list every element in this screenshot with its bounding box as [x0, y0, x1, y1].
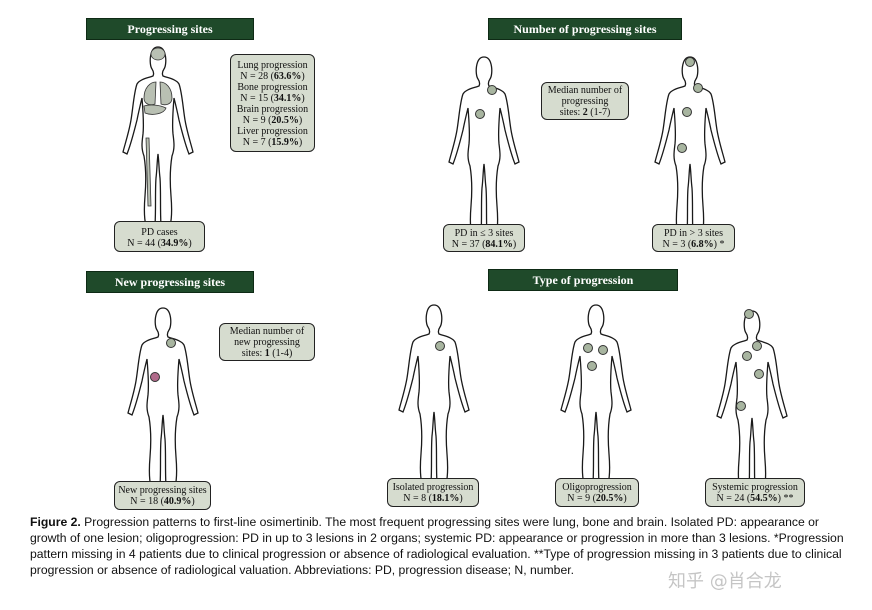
body-systemic — [716, 309, 788, 497]
oligo-box: Oligoprogression N = 9 (20.5%) — [555, 478, 639, 507]
liver-organ — [143, 104, 167, 115]
median-new-line-3: sites: 1 (1-4) — [241, 348, 293, 359]
lesion-dot — [754, 369, 764, 379]
body-progressing-sites — [122, 46, 194, 233]
body-pd-le3 — [448, 56, 520, 243]
new-lesion-dot — [150, 372, 160, 382]
brain-organ — [150, 47, 166, 61]
lesion-dot — [598, 345, 608, 355]
lesion-dot — [752, 341, 762, 351]
bone-value: N = 15 (34.1%) — [240, 93, 305, 104]
lesion-dot — [475, 109, 485, 119]
systemic-label: Systemic progression — [712, 482, 798, 493]
brain-label: Brain progression — [236, 104, 309, 115]
new-sites-box: New progressing sites N = 18 (40.9%) — [114, 481, 211, 510]
watermark: 知乎 @肖合龙 — [668, 571, 782, 592]
header-type-of-progression: Type of progression — [488, 269, 678, 291]
pd-le3-value: N = 37 (84.1%) — [451, 239, 517, 250]
header-progressing-sites: Progressing sites — [86, 18, 254, 40]
lesion-dot — [742, 351, 752, 361]
lesion-dot — [166, 338, 176, 348]
progressing-sites-breakdown: Lung progression N = 28 (63.6%) Bone pro… — [230, 54, 315, 152]
isolated-box: Isolated progression N = 8 (18.1%) — [387, 478, 479, 507]
lesion-dot — [487, 85, 497, 95]
caption-text: Progression patterns to first-line osime… — [30, 515, 844, 577]
median-progressing-sites-box: Median number of progressing sites: 2 (1… — [541, 82, 629, 120]
figure-caption: Figure 2. Progression patterns to first-… — [30, 514, 858, 578]
new-sites-label: New progressing sites — [118, 485, 207, 496]
oligo-label: Oligoprogression — [562, 482, 632, 493]
lesion-dot — [744, 309, 754, 319]
pd-cases-label: PD cases — [141, 227, 178, 238]
liver-label: Liver progression — [237, 126, 308, 137]
bone-organ — [145, 137, 152, 207]
systemic-value: N = 24 (54.5%) ** — [716, 493, 794, 504]
bone-label: Bone progression — [237, 82, 308, 93]
pd-gt3-label: PD in > 3 sites — [664, 228, 723, 239]
lesion-dot — [682, 107, 692, 117]
median-line-3: sites: 2 (1-7) — [559, 107, 611, 118]
pd-le3-label: PD in ≤ 3 sites — [454, 228, 514, 239]
lesion-dot — [677, 143, 687, 153]
lesion-dot — [587, 361, 597, 371]
oligo-value: N = 9 (20.5%) — [567, 493, 627, 504]
header-new-progressing-sites: New progressing sites — [86, 271, 254, 293]
median-line-2: progressing — [561, 96, 609, 107]
lesion-dot — [685, 57, 695, 67]
body-figures — [122, 46, 788, 497]
systemic-box: Systemic progression N = 24 (54.5%) ** — [705, 478, 805, 507]
body-pd-gt3 — [654, 56, 726, 243]
isolated-value: N = 8 (18.1%) — [403, 493, 463, 504]
lung-value: N = 28 (63.6%) — [240, 71, 305, 82]
liver-value: N = 7 (15.9%) — [242, 137, 303, 148]
median-new-line-1: Median number of — [229, 326, 305, 337]
lesion-dot — [583, 343, 593, 353]
body-isolated — [398, 304, 470, 491]
new-sites-value: N = 18 (40.9%) — [130, 496, 195, 507]
lungs-organ — [143, 81, 173, 106]
caption-lead: Figure 2. — [30, 515, 81, 529]
header-number-of-progressing-sites: Number of progressing sites — [488, 18, 682, 40]
body-oligo — [560, 304, 632, 491]
lung-label: Lung progression — [237, 60, 308, 71]
pd-le3-box: PD in ≤ 3 sites N = 37 (84.1%) — [443, 224, 525, 252]
median-new-line-2: new progressing — [234, 337, 300, 348]
isolated-label: Isolated progression — [392, 482, 474, 493]
lesion-dot — [435, 341, 445, 351]
lesion-dot — [736, 401, 746, 411]
lesion-dot — [693, 83, 703, 93]
median-new-sites-box: Median number of new progressing sites: … — [219, 323, 315, 361]
median-line-1: Median number of — [547, 85, 623, 96]
pd-cases-value: N = 44 (34.9%) — [127, 238, 192, 249]
pd-gt3-value: N = 3 (6.8%) * — [662, 239, 725, 250]
body-new-sites — [127, 307, 199, 494]
brain-value: N = 9 (20.5%) — [242, 115, 303, 126]
pd-gt3-box: PD in > 3 sites N = 3 (6.8%) * — [652, 224, 735, 252]
pd-cases-box: PD cases N = 44 (34.9%) — [114, 221, 205, 252]
